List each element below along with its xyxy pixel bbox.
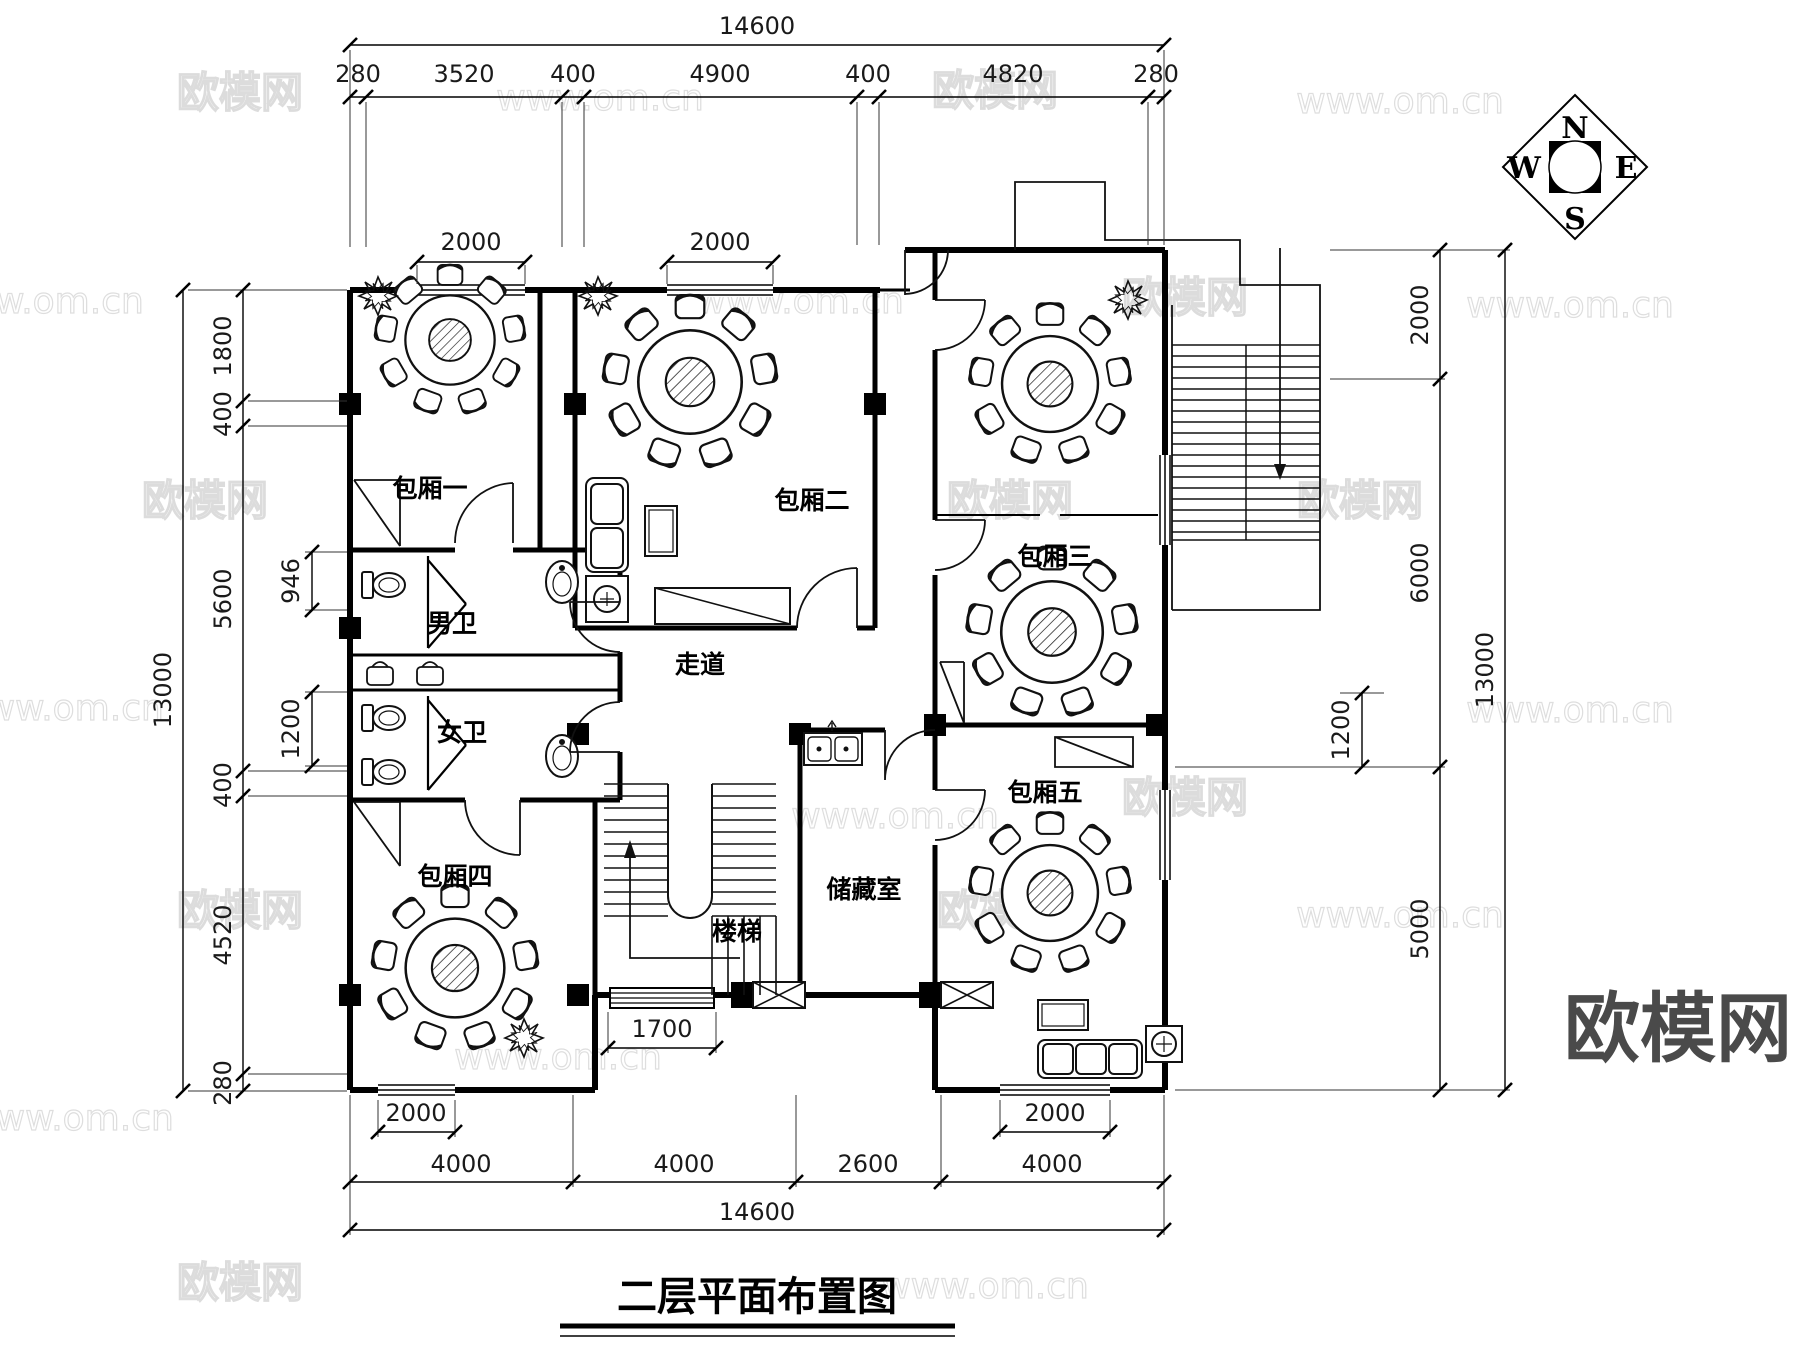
dim-top-seg: 280 <box>335 60 381 88</box>
toilet-icon <box>361 571 406 599</box>
dim-window: 2000 <box>689 228 750 256</box>
dim-bottom-seg: 4000 <box>1021 1150 1082 1178</box>
toilet-icon <box>361 704 406 732</box>
doors <box>454 249 986 856</box>
watermark-brand: 欧模网 <box>1297 476 1423 525</box>
room-label-room4: 包厢四 <box>417 862 492 891</box>
dim-left-seg: 400 <box>209 391 237 437</box>
furniture <box>353 265 1183 1079</box>
dim-window: 2000 <box>440 228 501 256</box>
corner-shelf <box>353 479 1134 867</box>
dim-top-seg: 4820 <box>982 60 1043 88</box>
compass-east-label: E <box>1615 151 1638 186</box>
watermark-site: www.om.cn <box>496 78 704 119</box>
dim-right-seg: 6000 <box>1406 542 1434 603</box>
watermark-brand: 欧模网 <box>947 476 1073 525</box>
sink-icon <box>416 661 444 686</box>
dimension-lines: 14600 280 3520 400 4900 400 4820 280 200… <box>149 12 1514 1239</box>
dim-left-seg: 400 <box>209 762 237 808</box>
dimension-ticks <box>174 36 1514 1239</box>
dim-top-seg: 400 <box>845 60 891 88</box>
dim-stair-bay: 1700 <box>631 1015 692 1043</box>
sofa-set <box>585 477 791 625</box>
room-label-room2: 包厢二 <box>774 486 849 515</box>
compass-south-label: S <box>1564 202 1586 237</box>
room-label-storage: 储藏室 <box>826 875 901 904</box>
dim-window: 2000 <box>385 1099 446 1127</box>
toilet-icon <box>361 758 406 786</box>
dining-table-icon <box>966 547 1139 717</box>
watermark-site: www.om.cn <box>1296 81 1504 122</box>
watermark-site: www.om.cn <box>881 1266 1089 1307</box>
watermark-brand: 欧模网 <box>177 1258 303 1307</box>
watermark-brand: 欧模网 <box>1122 273 1248 322</box>
dim-left-seg: 5600 <box>209 568 237 629</box>
room-labels: 包厢一 包厢二 包厢三 包厢四 包厢五 男卫 女卫 走道 储藏室 楼梯 <box>392 474 1092 946</box>
plant-icon <box>578 276 618 316</box>
room-label-corridor: 走道 <box>675 650 725 679</box>
dim-right-seg: 2000 <box>1406 284 1434 345</box>
watermark-site: www.om.cn <box>791 796 999 837</box>
dim-top-seg: 4900 <box>689 60 750 88</box>
compass-west-label: W <box>1506 151 1542 186</box>
interior-stairs-icon <box>604 783 777 995</box>
dim-window: 2000 <box>1024 1099 1085 1127</box>
room-label-stairs: 楼梯 <box>712 917 762 946</box>
dim-right-sub: 1200 <box>1327 699 1355 760</box>
watermark-brand: 欧模网 <box>177 886 303 935</box>
dim-top-seg: 280 <box>1133 60 1179 88</box>
watermark-site: www.om.cn <box>1466 285 1674 326</box>
dim-left-sub: 1200 <box>277 698 305 759</box>
dining-table-icon <box>968 303 1131 464</box>
compass-north-label: N <box>1561 111 1588 146</box>
watermark-brand: 欧模网 <box>932 66 1058 115</box>
compass-icon: N W E S <box>1501 93 1649 241</box>
dim-bottom-seg: 2600 <box>837 1150 898 1178</box>
watermark-site: www.om.cn <box>0 281 144 322</box>
drawing-title-block: 二层平面布置图 <box>560 1273 955 1337</box>
watermark-site: www.om.cn <box>1466 690 1674 731</box>
dim-left-sub: 946 <box>277 558 305 604</box>
dim-right-overall: 13000 <box>1471 632 1499 708</box>
sink-icon <box>366 661 394 686</box>
shaft-box <box>940 981 994 1009</box>
dim-left-overall: 13000 <box>149 652 177 728</box>
room-label-room3: 包厢三 <box>1017 542 1092 571</box>
dining-table-icon <box>602 295 778 468</box>
room-label-male-wc: 男卫 <box>427 609 477 638</box>
pedestal-sink-icon <box>545 560 579 778</box>
room-label-room5: 包厢五 <box>1007 778 1082 807</box>
drawing-title: 二层平面布置图 <box>617 1273 897 1320</box>
dim-top-overall: 14600 <box>719 12 795 40</box>
watermark-site: www.om.cn <box>0 688 164 729</box>
watermark-brand: 欧模网 <box>1122 773 1248 822</box>
dim-left-seg: 4520 <box>209 904 237 965</box>
dim-top-seg: 3520 <box>433 60 494 88</box>
dim-bottom-seg: 4000 <box>653 1150 714 1178</box>
windows <box>378 283 1172 1097</box>
watermark-site: www.om.cn <box>1296 895 1504 936</box>
watermark-layer: 欧模网 www.om.cn 欧模网 www.om.cn www.om.cn ww… <box>0 65 1674 1307</box>
dim-top-seg: 400 <box>550 60 596 88</box>
dim-left-seg: 280 <box>209 1060 237 1106</box>
dim-right-seg: 5000 <box>1406 898 1434 959</box>
room-label-female-wc: 女卫 <box>437 718 487 747</box>
exterior-stairs-icon <box>1014 181 1321 611</box>
watermark-brand: 欧模网 <box>142 476 268 525</box>
double-sink-icon <box>803 719 863 766</box>
watermark-site: www.om.cn <box>0 1098 174 1139</box>
dim-bottom-seg: 4000 <box>430 1150 491 1178</box>
sofa-set <box>1037 999 1183 1079</box>
structural-columns <box>339 393 1168 1008</box>
watermark-brand: 欧模网 <box>177 68 303 117</box>
room-label-room1: 包厢一 <box>392 474 467 503</box>
dim-bottom-overall: 14600 <box>719 1198 795 1226</box>
plant-icon <box>358 276 398 316</box>
dim-left-seg: 1800 <box>209 315 237 376</box>
brand-logo-watermark: 欧模网 <box>1564 984 1792 1073</box>
